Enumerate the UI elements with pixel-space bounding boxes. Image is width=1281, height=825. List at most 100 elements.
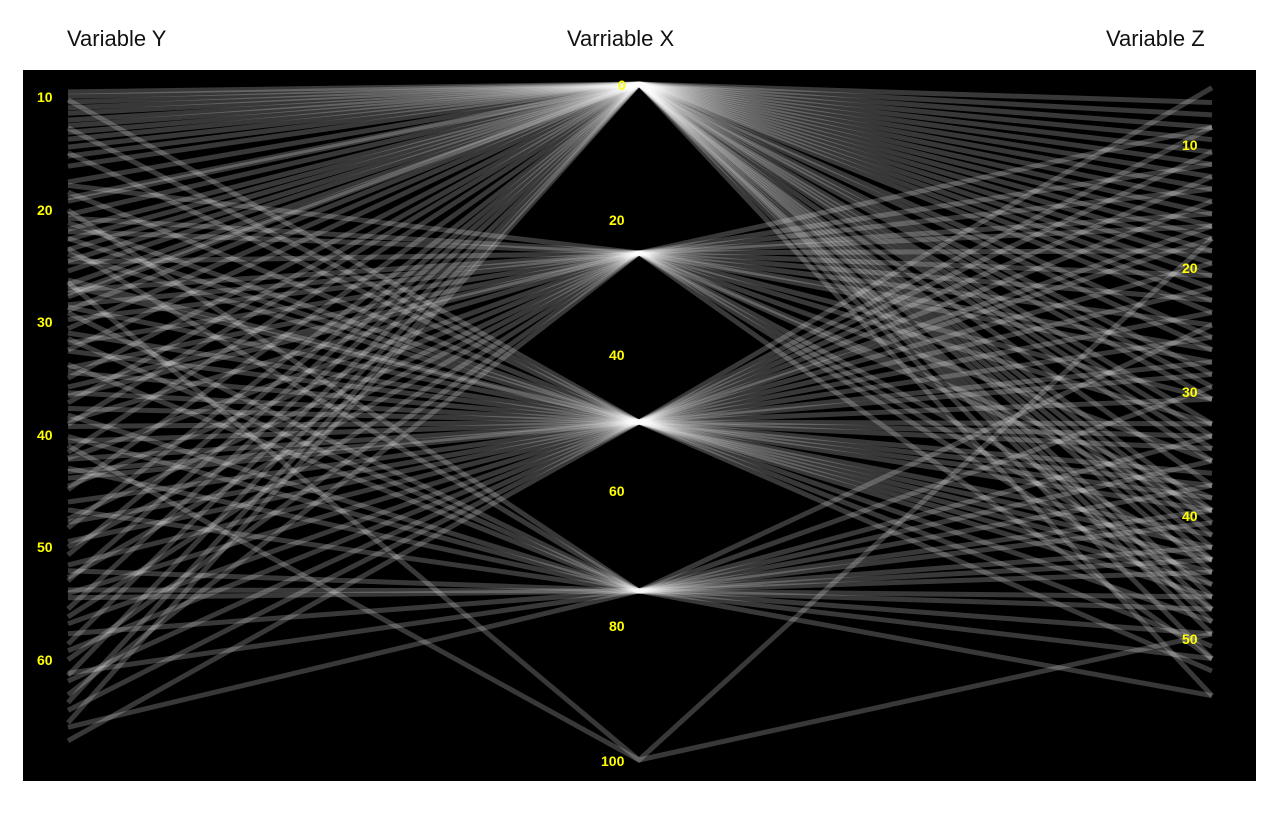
tick-z-30: 30 [1182, 384, 1198, 400]
record-line-19 [67, 81, 1214, 636]
record-line-88 [67, 283, 1213, 501]
tick-y-40: 40 [37, 427, 53, 443]
record-line-27 [66, 81, 1214, 562]
record-line-32 [66, 81, 1214, 698]
record-line-60 [66, 85, 1214, 425]
record-line-41 [67, 186, 1213, 256]
record-line-99 [67, 588, 1213, 612]
record-line-33 [66, 81, 1214, 611]
record-line-51 [66, 250, 1214, 612]
axis-title-x: Varriable X [567, 26, 675, 51]
axis-title-y: Variable Y [67, 26, 167, 51]
tick-z-50: 50 [1182, 631, 1198, 647]
record-line-95 [67, 465, 1213, 594]
record-line-6 [67, 81, 1213, 155]
record-line-53 [66, 211, 1213, 580]
plot-panel: 10 20 30 40 50 60 0 20 40 60 80 100 10 2… [23, 70, 1256, 781]
record-line-47 [67, 250, 1214, 513]
record-line-22 [67, 81, 1214, 599]
record-line-75 [67, 419, 1213, 476]
record-line-55 [66, 250, 1214, 662]
record-line-101 [67, 588, 1213, 676]
tick-y-20: 20 [37, 202, 53, 218]
record-line-24 [66, 81, 1214, 513]
record-line-74 [67, 174, 1213, 444]
record-line-10 [67, 81, 1213, 159]
record-line-20 [67, 81, 1213, 287]
record-line-23 [67, 81, 1213, 331]
parallel-coordinates-plot: 10 20 30 40 50 60 0 20 40 60 80 100 10 2… [37, 77, 1214, 769]
record-line-76 [67, 419, 1213, 563]
record-line-14 [67, 81, 1213, 218]
record-line-106 [66, 443, 1213, 763]
record-line-59 [67, 250, 1213, 390]
record-line-62 [66, 150, 1213, 425]
record-line-13 [67, 81, 1214, 538]
record-line-87 [67, 236, 1213, 575]
record-line-104 [67, 434, 1213, 699]
record-line-92 [66, 310, 1213, 594]
tick-x-60: 60 [609, 483, 625, 499]
record-line-56 [66, 250, 1213, 697]
record-line-98 [67, 433, 1213, 594]
record-line-25 [66, 81, 1214, 661]
record-line-91 [66, 246, 1213, 594]
record-line-50 [67, 250, 1213, 489]
record-line-16 [67, 81, 1213, 315]
tick-z-10: 10 [1182, 137, 1198, 153]
record-line-66 [67, 277, 1213, 439]
record-line-80 [67, 419, 1213, 568]
record-line-44 [67, 250, 1213, 365]
tick-y-10: 10 [37, 89, 53, 105]
record-line-0 [67, 81, 1213, 105]
records-layer [66, 81, 1214, 763]
tick-x-40: 40 [609, 347, 625, 363]
record-line-38 [67, 81, 1213, 278]
record-line-26 [66, 81, 1214, 405]
tick-x-80: 80 [609, 618, 625, 634]
record-line-77 [67, 396, 1213, 505]
tick-x-20: 20 [609, 212, 625, 228]
record-line-2 [67, 81, 1213, 204]
record-line-93 [67, 362, 1213, 594]
ticks-layer: 10 20 30 40 50 60 0 20 40 60 80 100 10 2… [37, 77, 1198, 769]
record-line-46 [67, 250, 1213, 464]
record-line-9 [67, 81, 1214, 402]
record-line-64 [67, 125, 1214, 425]
record-line-65 [67, 251, 1213, 425]
record-line-69 [67, 348, 1213, 538]
record-line-73 [67, 419, 1213, 624]
record-line-40 [67, 124, 1213, 256]
record-line-30 [66, 81, 1214, 612]
record-line-43 [67, 250, 1213, 303]
record-line-96 [67, 507, 1213, 637]
axis-title-z: Variable Z [1106, 26, 1205, 51]
record-line-31 [66, 81, 1213, 557]
tick-y-50: 50 [37, 539, 53, 555]
record-line-81 [67, 419, 1213, 600]
record-line-57 [67, 215, 1213, 427]
record-line-102 [67, 569, 1213, 730]
tick-x-100: 100 [601, 753, 625, 769]
record-line-54 [66, 250, 1213, 620]
tick-y-60: 60 [37, 652, 53, 668]
record-line-83 [67, 419, 1213, 654]
record-line-78 [67, 419, 1213, 674]
record-line-72 [67, 334, 1213, 425]
record-line-48 [67, 223, 1213, 424]
record-line-68 [67, 330, 1213, 489]
record-line-100 [67, 507, 1213, 637]
record-line-3 [67, 81, 1213, 130]
record-line-34 [66, 81, 1214, 646]
record-line-103 [66, 322, 1214, 594]
record-line-85 [66, 419, 1213, 713]
record-line-1 [67, 81, 1213, 167]
record-line-28 [66, 81, 1213, 455]
record-line-17 [67, 81, 1214, 575]
tick-z-20: 20 [1182, 260, 1198, 276]
record-line-18 [67, 81, 1214, 377]
record-line-82 [67, 359, 1213, 627]
record-line-8 [67, 81, 1213, 192]
tick-x-0: 0 [618, 77, 626, 93]
record-line-4 [67, 81, 1213, 241]
